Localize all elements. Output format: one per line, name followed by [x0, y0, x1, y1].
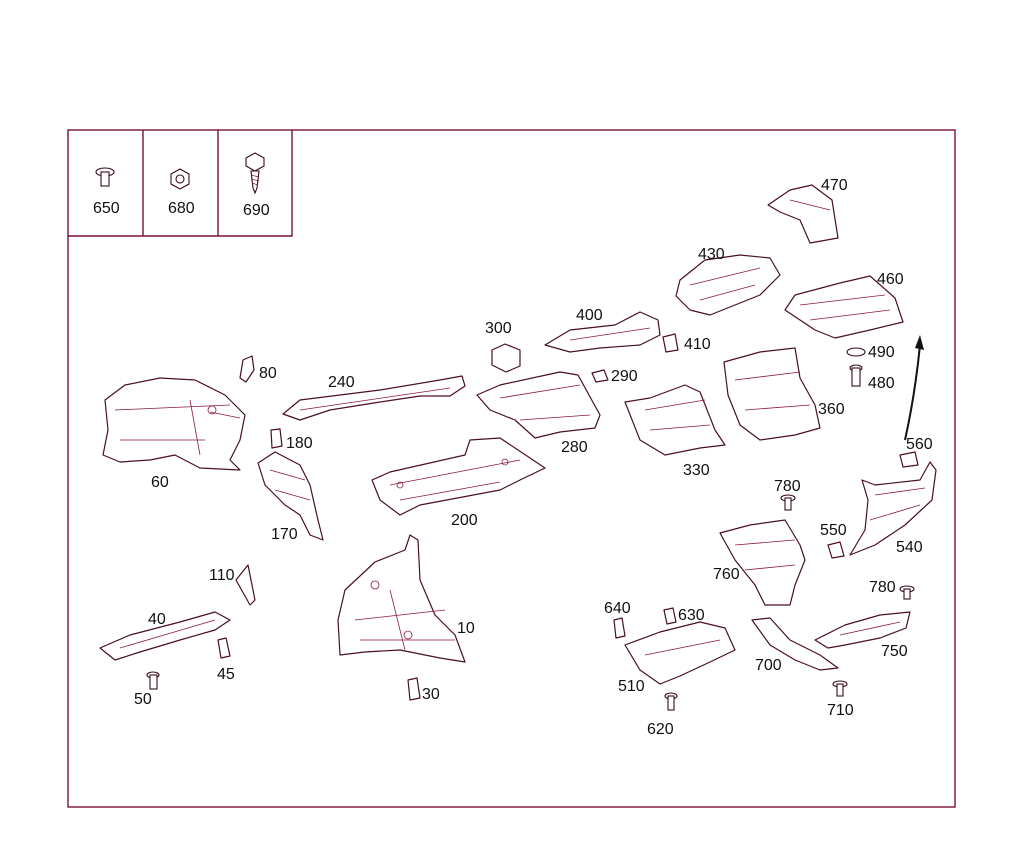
callout-560: 560: [906, 436, 933, 453]
callout-630: 630: [678, 607, 705, 624]
part-510-outline: [624, 621, 736, 685]
callout-330: 330: [683, 462, 710, 479]
callout-200: 200: [451, 512, 478, 529]
callout-540: 540: [896, 539, 923, 556]
part-300-outline: [491, 343, 521, 373]
legend-box: [68, 130, 293, 237]
part-50-bolt: [146, 671, 160, 690]
self-tapping-screw-icon: [245, 152, 265, 195]
callout-490: 490: [868, 344, 895, 361]
part-240-outline: [282, 375, 466, 421]
part-110-outline: [235, 564, 256, 606]
part-330-outline: [624, 384, 726, 456]
callout-460: 460: [877, 271, 904, 288]
part-400-outline: [544, 311, 661, 353]
part-80-outline: [239, 355, 255, 383]
part-410-outline: [662, 333, 679, 353]
part-620-screw: [664, 692, 678, 711]
arrowhead-icon: [915, 335, 924, 350]
callout-80: 80: [259, 365, 277, 382]
diagram-frame: [67, 129, 956, 808]
callout-620: 620: [647, 721, 674, 738]
callout-510: 510: [618, 678, 645, 695]
callout-410: 410: [684, 336, 711, 353]
callout-710: 710: [827, 702, 854, 719]
callout-480: 480: [868, 375, 895, 392]
callout-550: 550: [820, 522, 847, 539]
part-640-outline: [613, 617, 626, 639]
part-200-outline: [371, 437, 546, 516]
part-630-outline: [663, 607, 677, 625]
legend-label-650: 650: [93, 200, 120, 217]
callout-180: 180: [286, 435, 313, 452]
part-180-outline: [270, 428, 283, 449]
part-780-fastener-right: [899, 585, 915, 600]
callout-780-top: 780: [774, 478, 801, 495]
callout-170: 170: [271, 526, 298, 543]
part-60-outline: [102, 377, 246, 471]
callout-10: 10: [457, 620, 475, 637]
callout-780-right: 780: [869, 579, 896, 596]
part-45-outline: [217, 637, 231, 659]
callout-30: 30: [422, 686, 440, 703]
part-280-outline: [476, 371, 601, 439]
callout-280: 280: [561, 439, 588, 456]
part-470-outline: [767, 184, 839, 244]
callout-50: 50: [134, 691, 152, 708]
flat-head-screw-icon: [95, 167, 115, 187]
part-760-outline: [719, 519, 806, 606]
part-480-bolt: [849, 364, 863, 387]
part-170-outline: [257, 451, 324, 541]
callout-110: 110: [209, 567, 235, 584]
part-540-outline: [849, 461, 937, 556]
part-560-outline: [899, 451, 919, 468]
hex-nut-icon: [170, 168, 190, 190]
callout-45: 45: [217, 666, 235, 683]
callout-640: 640: [604, 600, 631, 617]
callout-470: 470: [821, 177, 848, 194]
callout-240: 240: [328, 374, 355, 391]
part-550-outline: [827, 541, 845, 559]
direction-arrow: [904, 344, 921, 441]
part-490-washer: [846, 347, 866, 357]
callout-750: 750: [881, 643, 908, 660]
part-700-outline: [751, 617, 839, 671]
part-10-outline: [337, 534, 466, 663]
part-460-outline: [784, 275, 904, 339]
callout-360: 360: [818, 401, 845, 418]
callout-400: 400: [576, 307, 603, 324]
part-710-bolt: [832, 680, 848, 697]
part-30-outline: [407, 677, 421, 701]
callout-40: 40: [148, 611, 166, 628]
part-780-fastener-top: [780, 494, 796, 511]
callout-300: 300: [485, 320, 512, 337]
part-290-outline: [591, 369, 609, 383]
part-360-outline: [723, 347, 821, 441]
callout-60: 60: [151, 474, 169, 491]
callout-760: 760: [713, 566, 740, 583]
legend-label-690: 690: [243, 202, 270, 219]
part-430-outline: [675, 254, 781, 316]
callout-700: 700: [755, 657, 782, 674]
callout-290: 290: [611, 368, 638, 385]
callout-430: 430: [698, 246, 725, 263]
legend-label-680: 680: [168, 200, 195, 217]
part-750-outline: [814, 611, 911, 649]
part-40-outline: [99, 611, 231, 661]
